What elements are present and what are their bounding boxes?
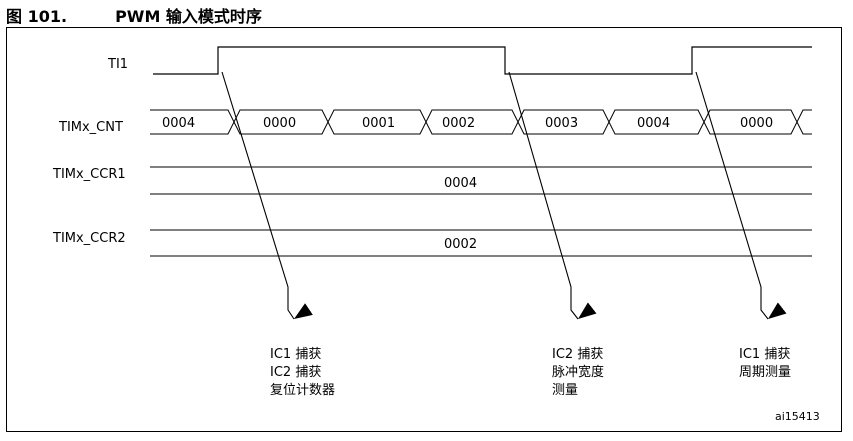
annotation-line: 复位计数器 xyxy=(270,383,335,398)
ccr1-label: TIMx_CCR1 xyxy=(52,167,126,182)
ccr2-value: 0002 xyxy=(444,237,477,252)
event-arrow-1 xyxy=(221,71,313,320)
ti1-waveform xyxy=(153,46,812,75)
cnt-bus xyxy=(150,109,812,135)
annotation-line: 脉冲宽度 xyxy=(552,364,604,380)
annotation-1: IC1 捕获 IC2 捕获 复位计数器 xyxy=(270,346,335,398)
cnt-value: 0004 xyxy=(637,116,670,131)
ccr1-value: 0004 xyxy=(444,176,477,191)
ccr2-bus xyxy=(150,229,812,257)
cnt-label: TIMx_CNT xyxy=(58,120,123,135)
annotation-line: 周期测量 xyxy=(739,365,791,380)
annotation-line: IC1 捕获 xyxy=(270,346,321,362)
annotation-line: 测量 xyxy=(552,383,578,398)
cnt-value: 0003 xyxy=(545,116,578,131)
cnt-values: 0004 0000 0001 0002 0003 0004 0000 xyxy=(162,116,773,131)
cnt-value: 0002 xyxy=(442,116,475,131)
annotation-line: IC2 捕获 xyxy=(552,346,603,362)
figure-caption: PWM 输入模式时序 xyxy=(115,7,262,26)
annotation-2: IC2 捕获 脉冲宽度 测量 xyxy=(552,346,604,398)
cnt-value: 0000 xyxy=(740,116,773,131)
cnt-value: 0004 xyxy=(162,116,195,131)
annotation-line: IC1 捕获 xyxy=(739,346,790,362)
cnt-value: 0001 xyxy=(362,116,395,131)
ti1-label: TI1 xyxy=(107,57,128,72)
figure-code: ai15413 xyxy=(775,410,820,423)
cnt-value: 0000 xyxy=(263,116,296,131)
event-arrow-3 xyxy=(695,71,787,320)
diagram-frame xyxy=(6,27,842,432)
figure-number: 图 101. xyxy=(6,7,68,26)
event-arrow-2 xyxy=(508,71,597,320)
annotation-line: IC2 捕获 xyxy=(270,364,321,380)
figure-title: 图 101. PWM 输入模式时序 xyxy=(6,3,262,27)
ccr2-label: TIMx_CCR2 xyxy=(52,231,126,246)
ccr1-bus xyxy=(150,166,812,195)
annotation-3: IC1 捕获 周期测量 xyxy=(739,346,791,380)
